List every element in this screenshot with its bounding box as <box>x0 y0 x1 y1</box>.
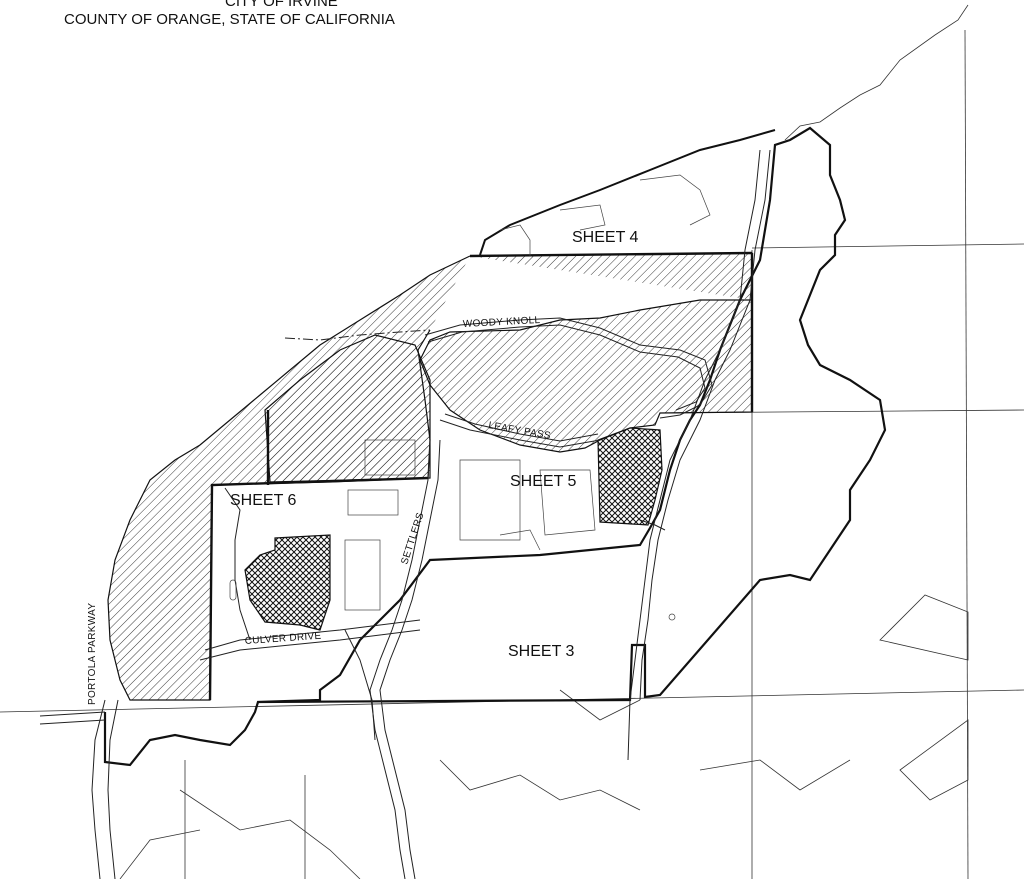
project-boundary <box>103 126 887 767</box>
header-partial-line: CITY OF IRVINE <box>225 0 338 10</box>
street-label-culver-drive: CULVER DRIVE <box>244 631 321 647</box>
hatched-areas <box>107 252 753 701</box>
sheet-6-label: SHEET 6 <box>230 492 297 509</box>
sheet-3-label: SHEET 3 <box>508 643 575 660</box>
street-label-woody-knoll: WOODY KNOLL <box>463 315 541 330</box>
header-county-line: COUNTY OF ORANGE, STATE OF CALIFORNIA <box>64 11 395 28</box>
lot-lines <box>229 174 711 621</box>
sheet-4-label: SHEET 4 <box>572 229 639 246</box>
sheet-5-label: SHEET 5 <box>510 473 577 490</box>
street-label-portola-parkway: PORTOLA PARKWAY <box>87 603 98 705</box>
roads <box>39 149 771 879</box>
north-boundary <box>479 129 776 256</box>
